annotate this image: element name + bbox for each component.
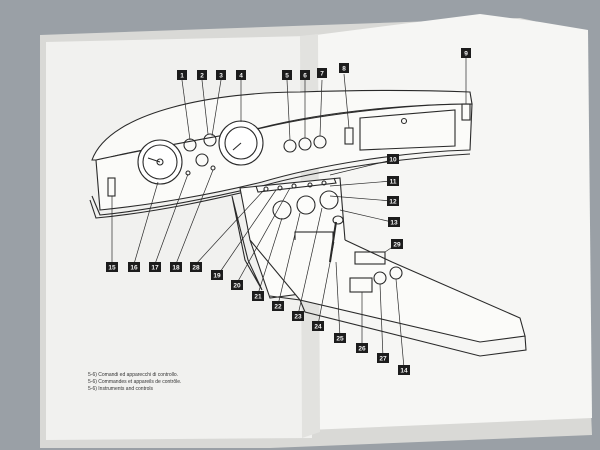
callout-4-label: 4 (239, 73, 243, 80)
callout-18-label: 18 (172, 265, 180, 272)
callout-10-label: 10 (389, 157, 397, 164)
caption-english: 5-6) Instruments and controls (88, 386, 154, 392)
callout-11: 11 (387, 176, 399, 186)
callout-7: 7 (317, 68, 327, 78)
callout-9: 9 (461, 48, 471, 58)
callout-24-label: 24 (314, 324, 322, 331)
callout-12: 12 (387, 196, 399, 206)
callout-12-label: 12 (389, 199, 397, 206)
callout-9-label: 9 (464, 51, 468, 58)
callout-17: 17 (149, 262, 161, 272)
callout-13: 13 (388, 217, 400, 227)
leader-lines (111, 58, 467, 369)
callout-20: 20 (231, 280, 243, 290)
callout-14: 14 (398, 365, 410, 375)
callout-5-label: 5 (285, 73, 289, 80)
callout-2-label: 2 (200, 73, 204, 80)
callout-11-label: 11 (390, 179, 397, 186)
dashboard-illustration (89, 89, 527, 357)
callout-8-label: 8 (342, 66, 346, 73)
callout-16-label: 16 (130, 265, 138, 272)
callout-5: 5 (282, 70, 292, 80)
callout-7-label: 7 (320, 71, 324, 78)
callout-19: 19 (211, 270, 223, 280)
callout-15: 15 (106, 262, 118, 272)
callout-27: 27 (377, 353, 389, 363)
callout-22-label: 22 (274, 304, 282, 311)
callout-21-label: 21 (254, 294, 262, 301)
callout-2: 2 (197, 70, 207, 80)
callout-28-label: 28 (192, 265, 200, 272)
callout-25: 25 (334, 333, 346, 343)
callout-29: 29 (391, 239, 403, 249)
callout-20-label: 20 (233, 283, 241, 290)
callout-26-label: 26 (358, 346, 366, 353)
callout-29-label: 29 (393, 242, 401, 249)
callout-1-label: 1 (180, 73, 184, 80)
callout-25-label: 25 (336, 336, 344, 343)
caption-italian: 5-6) Comandi ed apparecchi di controllo. (88, 372, 179, 378)
callout-4: 4 (236, 70, 246, 80)
callout-8: 8 (339, 63, 349, 73)
callout-13-label: 13 (390, 220, 398, 227)
callout-1: 1 (177, 70, 187, 80)
callout-28: 28 (190, 262, 202, 272)
callout-18: 18 (170, 262, 182, 272)
callout-16: 16 (128, 262, 140, 272)
callout-21: 21 (252, 291, 264, 301)
callout-27-label: 27 (379, 356, 387, 363)
callout-3: 3 (216, 70, 226, 80)
callout-15-label: 15 (108, 265, 116, 272)
callout-3-label: 3 (219, 73, 223, 80)
callout-6: 6 (300, 70, 310, 80)
callout-17-label: 17 (151, 265, 159, 272)
right-page (308, 14, 592, 430)
callout-22: 22 (272, 301, 284, 311)
callout-6-label: 6 (303, 73, 307, 80)
callout-10: 10 (387, 154, 399, 164)
callout-14-label: 14 (400, 368, 408, 375)
callout-23: 23 (292, 311, 304, 321)
callout-24: 24 (312, 321, 324, 331)
caption-french: 5-6) Commandes et appareils de contrôle. (88, 379, 182, 385)
callout-26: 26 (356, 343, 368, 353)
figure-caption: 5-6) Comandi ed apparecchi di controllo.… (88, 372, 288, 393)
callout-23-label: 23 (294, 314, 302, 321)
callout-19-label: 19 (213, 273, 221, 280)
